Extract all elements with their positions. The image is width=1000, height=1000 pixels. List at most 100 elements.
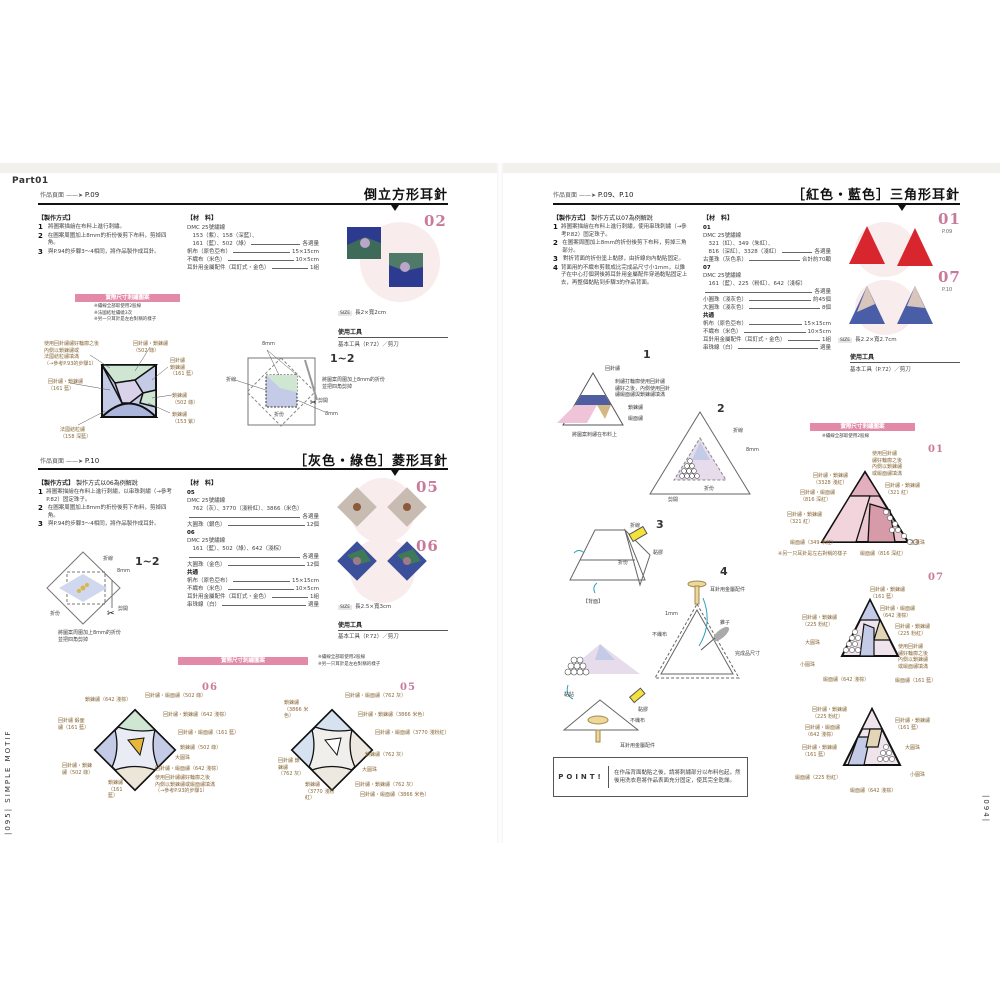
material-name: 串珠線（白） xyxy=(703,345,737,351)
tools-text: 基本工具（P.72）／剪刀 xyxy=(338,342,399,348)
material-name: DMC 25號繡線 xyxy=(703,233,742,239)
material-row: 帆布（原色亞布）15×15cm xyxy=(187,248,319,256)
label-line: 繡好輪廓之後 xyxy=(872,457,903,464)
material-qty: 各適量 xyxy=(302,241,319,247)
diagram-label: 回針繡・鎖鍊繡（225 粉紅） xyxy=(802,615,838,628)
label-line: 使用回針繡繡好輪廓之後 xyxy=(44,341,100,347)
material-qty: 各適量 xyxy=(814,289,831,295)
leader-line xyxy=(749,307,820,309)
label-line: 繡好之後，內側使用回針 xyxy=(615,385,671,392)
step-number: 1 xyxy=(38,223,43,231)
step-text: 與P.94的步驟3～4相同，將作品製作成耳針。 xyxy=(48,248,160,255)
tools-text: 基本工具（P.72）／剪刀 xyxy=(850,367,911,373)
diagram-label: 不織布 xyxy=(630,718,646,724)
diagram-label: 回針繡・緞面繡（642 淺棕） xyxy=(805,725,841,738)
leader-line xyxy=(227,259,294,261)
leader-line xyxy=(781,251,813,253)
diagram-label: 1mm xyxy=(665,611,678,617)
material-qty: 各適量 xyxy=(302,514,319,520)
product-number: 07 xyxy=(938,268,961,286)
diagram-label: 大圓珠 xyxy=(175,755,191,761)
diagram-label: 小圓珠 xyxy=(800,662,816,668)
step-4-diagram xyxy=(655,580,740,679)
step-text: 將圖案描繪在布料上進行刺繡，使用串珠刺繡（→參考P.82）固定珠子。 xyxy=(561,224,687,238)
material-row: 帆布（原色亞布）15×15cm xyxy=(187,577,319,585)
tools-header: 使用工具 xyxy=(338,329,363,336)
diagram-label: 回針繡・鎖鍊繡（3328 淺紅） xyxy=(813,473,849,486)
tools-header: 使用工具 xyxy=(338,622,363,629)
step-number: 1 xyxy=(643,348,651,361)
diagram-label: 回針繡・鎖鍊繡（161 藍） xyxy=(895,718,931,731)
leader-line xyxy=(738,347,818,349)
fold-step-diagram: ✂ xyxy=(46,551,121,625)
pattern-number: 01 xyxy=(928,444,944,455)
material-row: 各適量 xyxy=(187,513,319,521)
page-number: |095| xyxy=(4,806,12,835)
product-number: 01 xyxy=(938,210,961,228)
material-name: DMC 25號繡線 xyxy=(187,538,226,544)
diagram-label: 耳針用金屬配件 xyxy=(710,587,746,593)
material-name: 耳針用金屬配件（耳釘式・金色） xyxy=(703,337,786,343)
rule-marker xyxy=(898,205,906,211)
material-row: 816（深紅）、3328（淺紅）各適量 xyxy=(703,248,832,256)
pattern-banner: 實際尺寸刺繡圖案 xyxy=(75,294,180,302)
leader-line xyxy=(227,588,294,590)
pattern-number: 05 xyxy=(400,682,416,693)
material-qty: 約45個 xyxy=(813,297,831,303)
step-3-diagram xyxy=(569,525,651,594)
size-value: 長2×寬2cm xyxy=(355,310,387,316)
material-qty: 1組 xyxy=(310,594,319,600)
materials-header: 【材 料】 xyxy=(187,480,218,487)
pattern-number: 07 xyxy=(928,572,944,583)
label-line: （502 綠） xyxy=(172,399,199,406)
material-qty: 1組 xyxy=(310,265,319,271)
label-line: 內側以鎖鍊繡或 xyxy=(44,347,80,354)
material-name: 不織布（米色） xyxy=(703,329,742,335)
step-number: 4 xyxy=(553,263,558,272)
diagram-label: ※另一只耳針是左右對稱的樣子 xyxy=(778,551,848,557)
diagram-label: 回針繡・緞面繡（762 灰） xyxy=(345,693,407,699)
material-row: 共通 xyxy=(187,569,319,577)
diamond-pattern-05 xyxy=(290,708,374,792)
diagram-label: 使用回針繡繡好輪廓之後內側以鎖鍊繡或緞面繡填滿 xyxy=(872,451,902,477)
step-text: 在圖案周圍加上8mm的折份後剪下布料，剪掉三角部分。 xyxy=(562,240,687,254)
material-name: 大圓珠（淺灰色） xyxy=(703,305,748,311)
diagram-label: 回針繡鎖鍊繡（161 藍） xyxy=(170,358,196,378)
step-number: 2 xyxy=(38,504,43,512)
material-row: 762（灰）、3770（淺粉紅）、3866（米色） xyxy=(187,505,319,513)
label-line: 回針繡 xyxy=(170,358,186,364)
material-name: 帆布（原色亞布） xyxy=(187,249,232,255)
leader-line xyxy=(189,516,301,518)
materials-block: 【材 料】 DMC 25號繡線 153（紫）、158（深藍）、 161（藍）、5… xyxy=(187,213,319,272)
diagram-label: 回針繡・鎖鍊繡（502 綠） xyxy=(62,763,94,776)
note: ※法國結粒繡繞3次 xyxy=(94,310,133,316)
page-number: |094| xyxy=(982,795,990,824)
label-line: 刺繡打輪廓使用回針繡 xyxy=(615,379,666,385)
label-line: 並把四角剪掉 xyxy=(58,636,89,643)
leader-line xyxy=(189,556,301,558)
label-line: 將圖案周圍加上8mm的折份 xyxy=(322,377,385,383)
title-rule xyxy=(38,468,448,470)
diagram-label: 回針繡・鎖鍊繡（161 藍） xyxy=(802,745,838,758)
material-row: 161（藍）、225（粉紅）、642（淺棕） xyxy=(703,280,831,288)
mm-label: 8mm xyxy=(262,341,275,347)
material-qty: 適量 xyxy=(307,602,319,608)
diagram-label: 回針繡・緞面繡（642 淺棕） xyxy=(880,606,916,619)
step-number: 2 xyxy=(717,402,725,415)
diagram-label: 回針繡 緞面繡（161 藍） xyxy=(58,718,90,731)
ref-arrow: ——➤ xyxy=(578,192,596,199)
material-row: 耳針用金屬配件（耳釘式・金色）1組 xyxy=(187,264,319,272)
leader-line xyxy=(749,323,802,325)
material-row: 321（紅）、349（朱紅）、 xyxy=(703,240,831,248)
pattern-number: 06 xyxy=(202,682,218,693)
step-number: 2 xyxy=(38,231,43,240)
label-line: 繡緞面繡與鎖鍊繡填滿 xyxy=(615,392,666,398)
diagram-label: 鎖鍊繡（762 灰） xyxy=(365,752,407,758)
cut-label: 剪開 xyxy=(118,606,129,612)
fold-line-label: 折線 xyxy=(226,377,237,383)
